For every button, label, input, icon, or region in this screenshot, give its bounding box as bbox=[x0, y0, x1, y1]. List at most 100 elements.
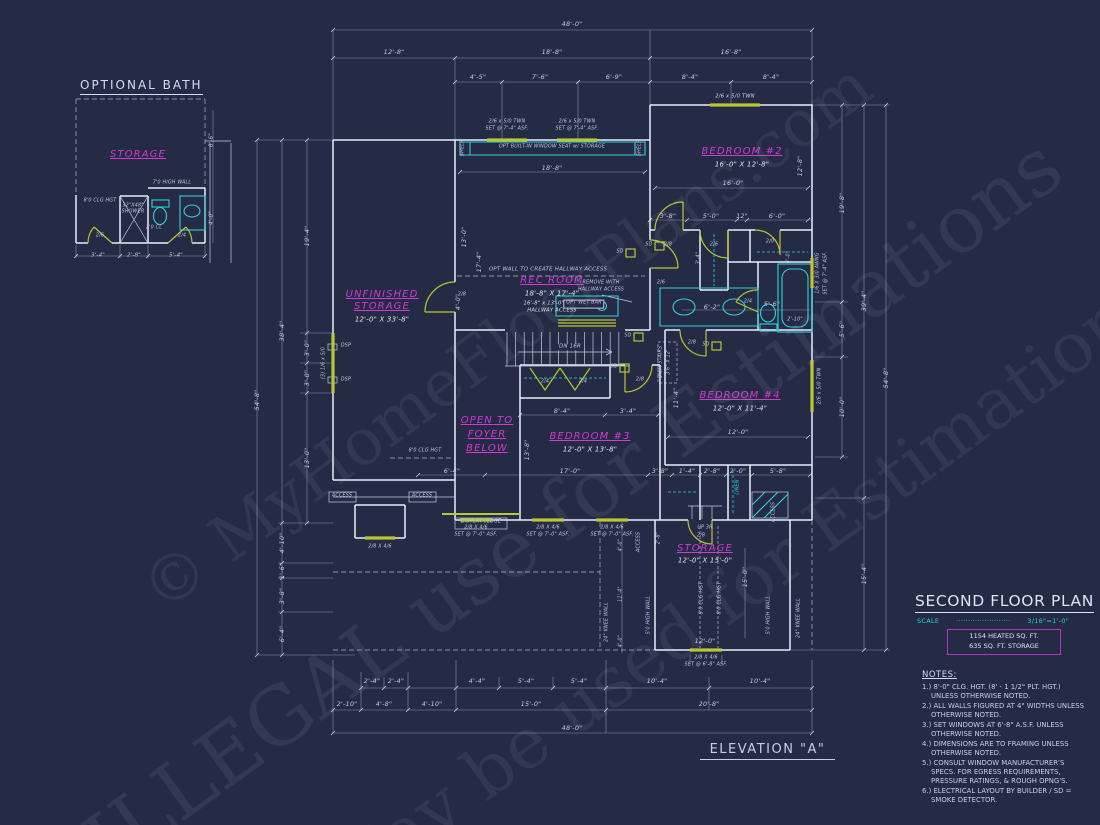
scale-note: SCALE ······················· 3/16"=1'-0… bbox=[917, 617, 1069, 625]
dim-label: 2'-10" bbox=[787, 317, 803, 323]
room-name: BEDROOM #3 bbox=[549, 431, 631, 442]
scale-value: 3/16"=1'-0" bbox=[1027, 617, 1069, 625]
window-label: 2/6 x 5/0 TWN bbox=[715, 93, 755, 100]
dim-label: 20'-8" bbox=[698, 699, 720, 708]
smoke-detector-label: SD bbox=[702, 342, 710, 348]
dim-label: 17'-0" bbox=[559, 466, 581, 475]
door-label: 2/8 bbox=[457, 292, 467, 298]
dim-label: 6'-9" bbox=[605, 72, 623, 81]
dim-label: 8'-4" bbox=[553, 406, 571, 415]
smoke-detector-label: SD bbox=[624, 333, 632, 339]
annotation: 8'0 CLG HGT bbox=[83, 198, 117, 204]
window-label: 2/8 X 4/6 bbox=[694, 655, 718, 661]
door-label: 2/8 bbox=[696, 533, 706, 539]
dim-label: 7'-6" bbox=[531, 72, 549, 81]
dim-label: 1'-4" bbox=[678, 466, 696, 475]
dim-label: 8'-4" bbox=[762, 72, 780, 81]
annotation: SHELF bbox=[460, 139, 466, 157]
dim-label: 2'-8" bbox=[703, 466, 721, 475]
scale-leader: ······················· bbox=[956, 617, 1011, 625]
dim-label: 5'-0" bbox=[702, 211, 720, 220]
dim-label: 2'-8" bbox=[656, 531, 662, 545]
dim-label: 10'-4" bbox=[749, 676, 771, 685]
window-label: SET @ 7'-0" ASF. bbox=[454, 532, 498, 538]
dim-label: 3'-4" bbox=[696, 251, 702, 265]
dim-label: 48'-0" bbox=[561, 723, 583, 732]
smoke-detector-label: SD bbox=[645, 242, 653, 248]
window-label: 2/6 x 5/0 TWN bbox=[817, 367, 823, 405]
annotation: DN 16R bbox=[556, 343, 584, 350]
annotation: UP 3R bbox=[697, 525, 713, 531]
room-name: REC ROOM bbox=[520, 275, 584, 286]
window-label: SET @ 7'-4" ASF. bbox=[485, 126, 529, 132]
dim-label: 2'-10" bbox=[336, 699, 358, 708]
door-label: 2/6 bbox=[656, 280, 666, 286]
windows bbox=[331, 103, 814, 652]
room-name: STORAGE bbox=[354, 301, 410, 312]
annotation: DISP. STAIRS bbox=[658, 345, 664, 379]
dim-label: 13'-0" bbox=[302, 447, 311, 469]
dim-label: 11'-4" bbox=[671, 387, 680, 409]
dim-label: 48'-0" bbox=[561, 19, 583, 28]
dim-label: 4'-0" bbox=[208, 210, 215, 226]
room-name: BELOW bbox=[466, 443, 508, 454]
dim-label: 6'-4" bbox=[277, 625, 286, 643]
door-label: 2/4 bbox=[743, 299, 753, 305]
window-label: DSP bbox=[340, 343, 352, 349]
smoke-detector-label: SD bbox=[616, 249, 624, 255]
annotation: 8'0 CLG HGT bbox=[699, 581, 705, 615]
dim-label: 5'-6" bbox=[763, 299, 781, 308]
notes-list: 1.) 8'-0" CLG. HGT. (8' - 1 1/2" PLT. HG… bbox=[922, 683, 1088, 806]
dim-label: 4'-4" bbox=[468, 676, 486, 685]
note-item: 1.) 8'-0" CLG. HGT. (8' - 1 1/2" PLT. HG… bbox=[922, 683, 1061, 700]
dim-label: 18'-8" bbox=[541, 47, 563, 56]
annotation: OPT WALL TO CREATE HALLWAY ACCESS bbox=[486, 266, 610, 273]
doors bbox=[87, 201, 781, 545]
note-item: 6.) ELECTRICAL LAYOUT BY BUILDER / SD = … bbox=[922, 786, 1072, 804]
window-label: SET @ 7'-4" ASF. bbox=[555, 126, 599, 132]
annotation: OPT WET BAR bbox=[563, 299, 605, 309]
dim-label: 3'-4" bbox=[90, 252, 106, 259]
dim-label: 8'-4" bbox=[681, 72, 699, 81]
dim-label: 39'-4" bbox=[859, 290, 868, 312]
room-size: 16'-0" X 12'-8" bbox=[714, 160, 770, 169]
dim-label: 38'-4" bbox=[277, 320, 286, 342]
dim-label: 19'-8" bbox=[837, 192, 846, 214]
window-label: DSP bbox=[340, 377, 352, 383]
dim-label: 2'-8" bbox=[126, 252, 142, 259]
dim-label: 12'-8" bbox=[795, 155, 804, 177]
window-label: 2/8 X 4/6 bbox=[600, 525, 624, 531]
annotation: SHELF bbox=[637, 139, 643, 157]
dim-label: 10'-4" bbox=[646, 676, 668, 685]
dim-label: 6'-4" bbox=[443, 466, 461, 475]
dim-label: 2'-4" bbox=[387, 676, 405, 685]
annotation: REMOVE WITH bbox=[582, 280, 620, 286]
dim-label: 12'-0" bbox=[694, 636, 716, 645]
window-label: (3) 1/6 x 5/0 bbox=[321, 346, 327, 380]
dim-label: 2'-4" bbox=[363, 676, 381, 685]
smoke-detector-icons bbox=[619, 241, 722, 373]
annotation: 24" KNEE WALL bbox=[604, 602, 610, 642]
room-name: BEDROOM #2 bbox=[701, 146, 783, 157]
annotation: ACCESS bbox=[331, 493, 353, 499]
dim-label: 4'-0" bbox=[786, 250, 792, 264]
dim-label: 10'-0" bbox=[837, 396, 846, 418]
window-label: SET @ 7'-0" ASF. bbox=[590, 532, 634, 538]
room-size: 16'-8" x 13'-0" WITH bbox=[523, 300, 581, 307]
dim-label: 16'-0" bbox=[722, 178, 744, 187]
annotation: 2'0 CL bbox=[145, 225, 163, 231]
dim-label: 5'-4" bbox=[168, 252, 184, 259]
door-label: 2/4 bbox=[540, 379, 550, 385]
annotation: LINEN bbox=[735, 479, 741, 495]
annotation: 8'0 CLG HGT bbox=[717, 581, 723, 615]
annotation: 5'0 HIGH WALL bbox=[766, 595, 772, 635]
dim-label: 11'-4" bbox=[618, 586, 624, 602]
area-summary: 1154 HEATED SQ. FT. 635 SQ. FT. STORAGE bbox=[947, 629, 1061, 655]
window-label: 2/8 X 4/6 bbox=[536, 525, 560, 531]
room-name: BEDROOM #4 bbox=[699, 390, 781, 401]
walls bbox=[75, 104, 813, 651]
plan-title: SECOND FLOOR PLAN bbox=[915, 592, 1094, 613]
annotation: SHOWER bbox=[121, 209, 145, 215]
window-label: 2/6 x 5/0 TWN bbox=[488, 119, 526, 125]
dim-label: 15'-0" bbox=[520, 699, 542, 708]
